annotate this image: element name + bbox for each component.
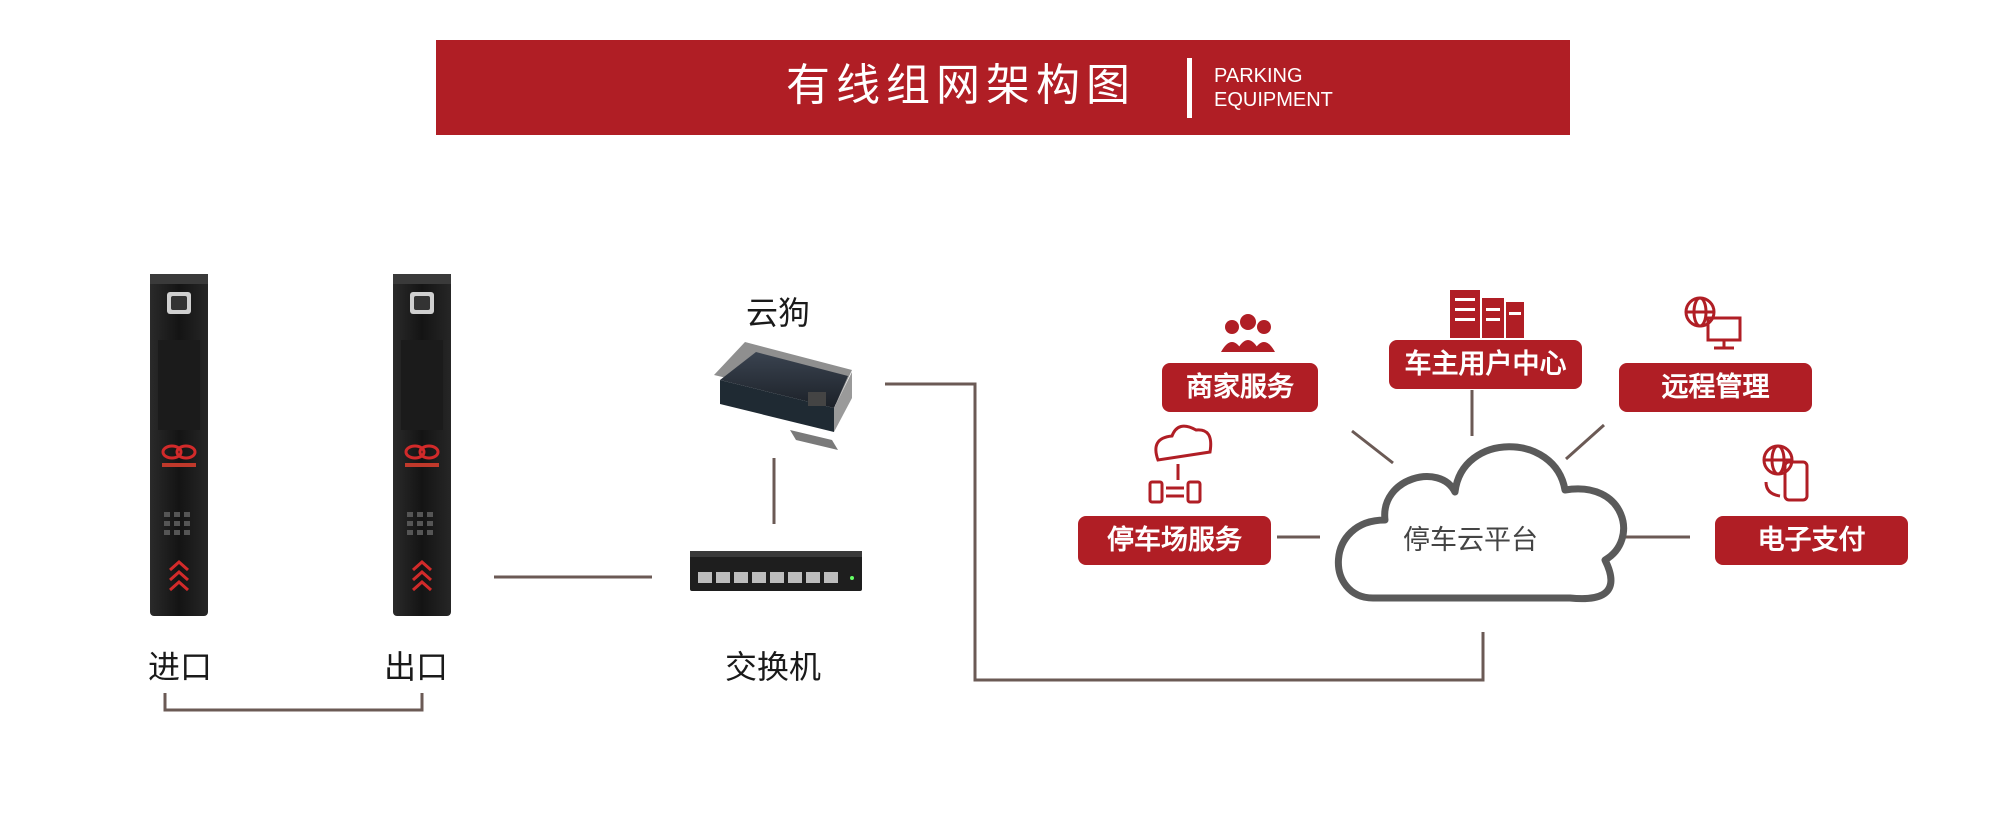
direction-arrow-icon (169, 559, 189, 592)
merchant-service-pill: 商家服务 (1162, 363, 1318, 412)
cloud-dog-device (714, 342, 852, 450)
remote-management-pill: 远程管理 (1619, 363, 1812, 412)
cloud-platform-label: 停车云平台 (1403, 525, 1538, 556)
entrance-label: 进口 (148, 648, 213, 686)
link-merchant (1351, 429, 1394, 465)
keypad-icon (407, 512, 433, 535)
header-banner: 有线组网架构图 PARKING EQUIPMENT (436, 40, 1570, 135)
exit-barrier-device (393, 274, 451, 616)
parking-service-pill: 停车场服务 (1078, 516, 1271, 565)
cloud-dog-label: 云狗 (746, 294, 811, 332)
network-switch-device (690, 551, 862, 591)
subtitle-line-2: EQUIPMENT (1214, 89, 1333, 111)
brand-logo-icon (404, 444, 440, 460)
subtitle-line-1: PARKING (1214, 65, 1303, 87)
keypad-icon (164, 512, 190, 535)
remote-management-icon (1684, 296, 1742, 350)
switch-label: 交换机 (725, 648, 822, 686)
owner-center-pill: 车主用户中心 (1389, 340, 1582, 389)
server-rack-icon (1450, 290, 1524, 338)
brand-logo-icon (161, 444, 197, 460)
brand-subtitle: PARKING EQUIPMENT (1214, 64, 1333, 112)
cloud-platform-shape (1335, 443, 1627, 603)
link-cloud-dog-platform (885, 382, 1485, 682)
direction-arrow-icon (412, 559, 432, 592)
link-remote (1564, 423, 1606, 461)
diagram-title: 有线组网架构图 (786, 60, 1136, 111)
entrance-barrier-device (150, 274, 208, 616)
mobile-payment-icon (1762, 444, 1809, 502)
link-entrance-exit (163, 693, 424, 712)
title-divider (1187, 58, 1192, 118)
merchant-people-icon (1221, 314, 1275, 352)
parking-iot-icon (1148, 424, 1213, 504)
exit-label: 出口 (384, 648, 449, 686)
connection-lines (163, 382, 1690, 712)
payment-pill: 电子支付 (1715, 516, 1908, 565)
